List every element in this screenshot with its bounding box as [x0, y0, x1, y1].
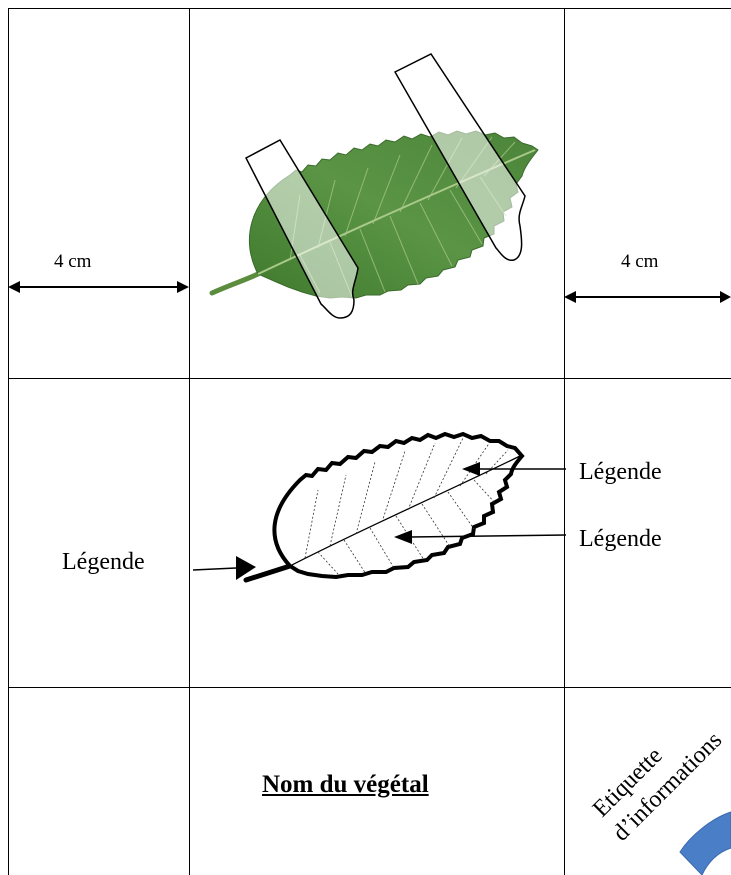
blue-arc-shape — [680, 812, 731, 875]
legend-label-left: Légende — [62, 549, 145, 576]
leaf-outline-drawing — [246, 434, 522, 580]
legend-label-right-top: Légende — [579, 459, 662, 486]
plant-name-title: Nom du végétal — [262, 771, 429, 799]
left-margin-arrow — [8, 281, 189, 293]
legend-label-right-bottom: Légende — [579, 526, 662, 553]
right-margin-arrow — [564, 291, 731, 303]
legend-arrow-left — [193, 556, 256, 580]
